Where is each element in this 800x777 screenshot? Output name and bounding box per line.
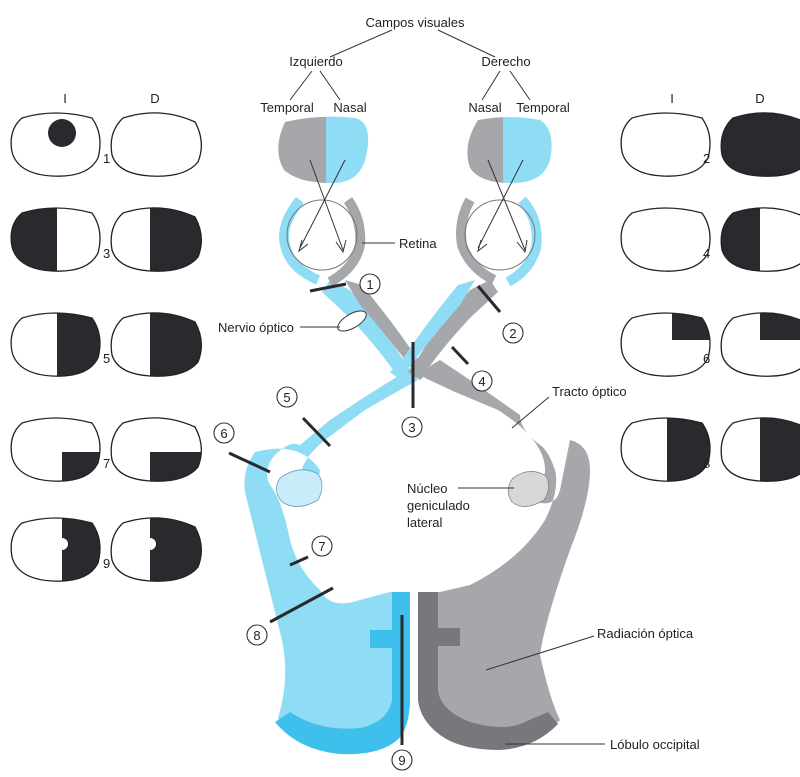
field-defect-3: 3 — [0, 195, 210, 285]
left-optic-radiation — [244, 372, 418, 750]
lgn-label-line2: geniculado — [407, 498, 470, 513]
svg-text:2: 2 — [509, 326, 516, 341]
field-defect-1: 1 — [11, 113, 201, 176]
optic-tract-label: Tracto óptico — [552, 384, 627, 399]
right-eye-visual-field — [460, 110, 563, 190]
svg-text:4: 4 — [478, 374, 485, 389]
lesion-number-7: 7 — [312, 536, 332, 556]
svg-text:9: 9 — [398, 753, 405, 768]
lesion-number-5: 5 — [277, 387, 297, 407]
field-defect-4: 4 — [621, 195, 800, 285]
left-retina-nasal — [330, 200, 360, 282]
left-field-nasal-half — [326, 110, 376, 190]
field-defect-6: 6 — [621, 300, 800, 376]
svg-text:8: 8 — [703, 456, 710, 471]
lesion-number-6: 6 — [214, 423, 234, 443]
left-retina-temporal — [284, 200, 318, 280]
left-nasal-label: Nasal — [333, 100, 366, 115]
occipital-lobe-label: Lóbulo occipital — [610, 737, 700, 752]
lesion-number-3: 3 — [402, 417, 422, 437]
field-defect-5: 5 — [11, 300, 210, 390]
left-column-label-left-eye: I — [63, 91, 67, 106]
left-eye-arrowheads — [299, 240, 346, 252]
right-column-label-right-eye: D — [755, 91, 764, 106]
svg-text:2: 2 — [703, 151, 710, 166]
lesion-number-9: 9 — [392, 750, 412, 770]
lgn-label-line1: Núcleo — [407, 481, 447, 496]
right-field-temporal-half — [503, 110, 563, 190]
svg-text:7: 7 — [318, 539, 325, 554]
svg-text:6: 6 — [220, 426, 227, 441]
right-eye-arrowheads — [478, 240, 527, 252]
field-defect-8: 8 — [621, 405, 800, 495]
right-temporal-label: Temporal — [516, 100, 570, 115]
optic-radiation-label: Radiación óptica — [597, 626, 694, 641]
right-retina-temporal — [508, 200, 537, 282]
right-field-nasal-half — [460, 110, 503, 190]
field-defect-2: 2 — [621, 100, 800, 190]
svg-text:9: 9 — [103, 556, 110, 571]
left-temporal-label: Temporal — [260, 100, 314, 115]
svg-text:6: 6 — [703, 351, 710, 366]
optic-nerve-label: Nervio óptico — [218, 320, 294, 335]
title: Campos visuales — [366, 15, 465, 30]
svg-text:3: 3 — [408, 420, 415, 435]
field-defect-9: 9 — [11, 505, 210, 595]
right-eyeball-outline — [465, 200, 535, 270]
right-optic-radiation — [418, 360, 590, 746]
optic-tract-leader — [512, 397, 549, 428]
lesion-number-1: 1 — [360, 274, 380, 294]
svg-text:8: 8 — [253, 628, 260, 643]
right-lateral-geniculate-nucleus — [508, 471, 548, 506]
left-eye-visual-field — [270, 110, 376, 190]
retina-label: Retina — [399, 236, 437, 251]
lgn-label-line3: lateral — [407, 515, 443, 530]
lesion-number-8: 8 — [247, 625, 267, 645]
left-eye-label: Izquierdo — [289, 54, 342, 69]
field-defect-7: 7 — [11, 418, 210, 492]
hemifield-branches — [290, 71, 530, 100]
left-column-label-right-eye: D — [150, 91, 159, 106]
title-branches — [330, 30, 495, 57]
svg-text:3: 3 — [103, 246, 110, 261]
svg-text:5: 5 — [283, 390, 290, 405]
svg-text:7: 7 — [103, 456, 110, 471]
lesion-number-4: 4 — [472, 371, 492, 391]
right-column-label-left-eye: I — [670, 91, 674, 106]
svg-text:1: 1 — [366, 277, 373, 292]
lesion-number-2: 2 — [503, 323, 523, 343]
right-eye-label: Derecho — [481, 54, 530, 69]
svg-text:4: 4 — [703, 246, 710, 261]
lesion-mark-4 — [452, 347, 468, 364]
left-field-temporal-half — [270, 110, 326, 190]
svg-text:5: 5 — [103, 351, 110, 366]
right-nasal-label: Nasal — [468, 100, 501, 115]
svg-text:1: 1 — [103, 151, 110, 166]
left-lateral-geniculate-nucleus — [276, 470, 322, 507]
left-eyeball-outline — [287, 200, 357, 270]
